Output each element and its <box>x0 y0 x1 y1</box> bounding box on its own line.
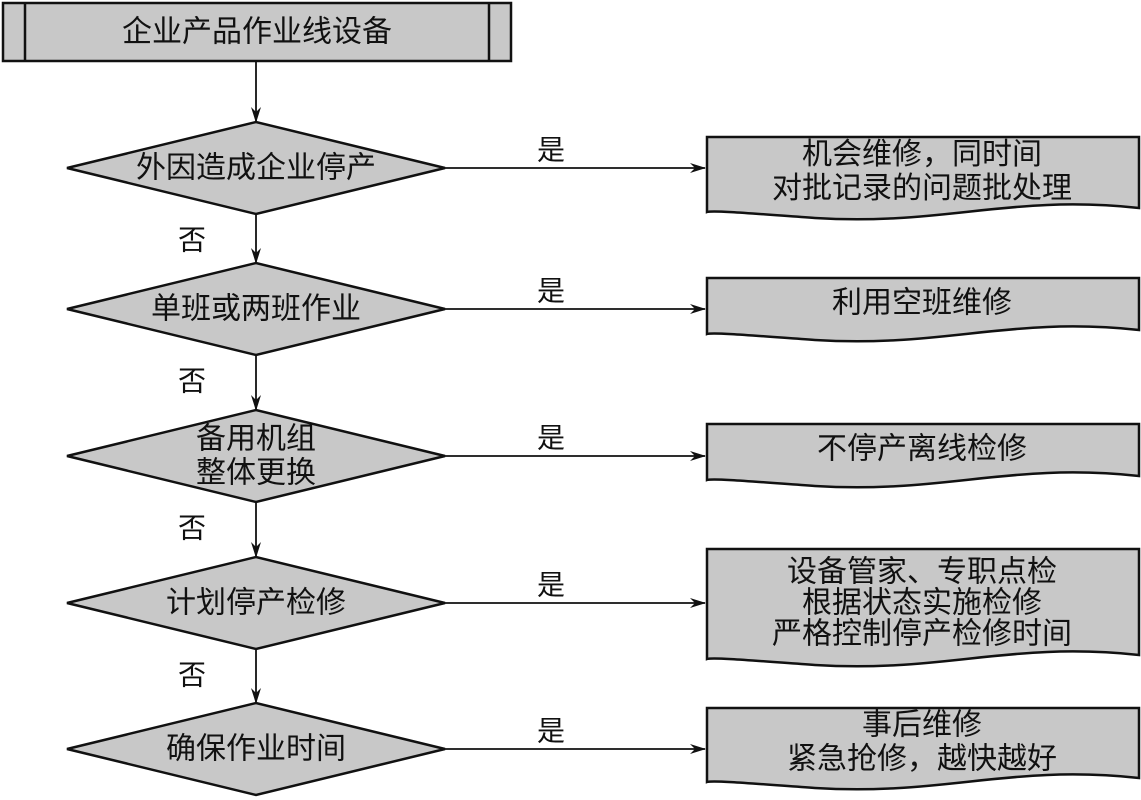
yes-label: 是 <box>537 422 565 455</box>
yes-label: 是 <box>537 569 565 602</box>
yes-label: 是 <box>537 134 565 167</box>
flow-body: 外因造成企业停产是机会维修，同时间对批记录的问题批处理否单班或两班作业是利用空班… <box>66 61 1141 797</box>
yes-label: 是 <box>537 715 565 748</box>
result-label: 机会维修，同时间对批记录的问题批处理 <box>772 137 1072 206</box>
start-label: 企业产品作业线设备 <box>122 15 392 50</box>
no-label: 否 <box>178 365 206 398</box>
result-label: 不停产离线检修 <box>817 432 1027 467</box>
result-box <box>705 547 1141 668</box>
decision-label: 计划停产检修 <box>166 586 346 621</box>
result-box <box>705 276 1141 343</box>
result-box <box>705 706 1141 791</box>
result-box <box>705 422 1141 489</box>
result-label: 设备管家、专职点检根据状态实施检修严格控制停产检修时间 <box>772 555 1072 652</box>
decision-label: 确保作业时间 <box>166 732 346 767</box>
result-label: 事后维修紧急抢修，越快越好 <box>787 708 1057 777</box>
start-box: 企业产品作业线设备 <box>1 1 513 63</box>
decision-label: 备用机组整体更换 <box>196 422 316 491</box>
no-label: 否 <box>178 512 206 545</box>
no-label: 否 <box>178 224 206 257</box>
decision-label: 单班或两班作业 <box>151 292 361 327</box>
result-box <box>705 135 1141 221</box>
result-label: 利用空班维修 <box>832 286 1012 321</box>
no-label: 否 <box>178 659 206 692</box>
yes-label: 是 <box>537 275 565 308</box>
decision-label: 外因造成企业停产 <box>136 151 376 186</box>
